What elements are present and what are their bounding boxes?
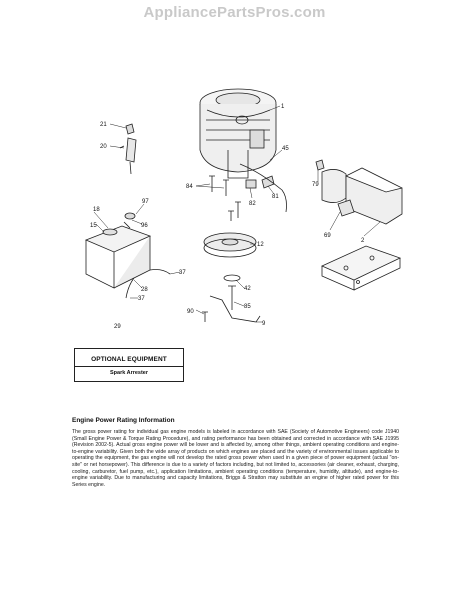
fuel-tank-part — [84, 212, 152, 289]
rating-info-title: Engine Power Rating Information — [72, 417, 175, 424]
muffler-part — [315, 159, 403, 225]
callout-12: 12 — [257, 242, 264, 248]
optional-equipment-item: Spark Arrester — [109, 370, 148, 376]
callout-20: 20 — [100, 144, 107, 150]
callout-28: 28 — [141, 287, 148, 293]
washer-part — [223, 274, 241, 282]
callout-2: 2 — [361, 238, 365, 244]
mounting-bolts-part — [209, 175, 241, 221]
callout-85: 85 — [244, 304, 251, 310]
dipstick-tube-part — [239, 163, 287, 213]
pulley-bolt-part — [228, 285, 236, 310]
callout-9: 9 — [262, 321, 266, 327]
leader-lines — [93, 105, 381, 323]
heat-shield-part — [321, 245, 402, 291]
callout-37-lower: 37 — [138, 296, 145, 302]
engine-part — [199, 88, 277, 179]
callout-37-upper: 37 — [179, 270, 186, 276]
callout-42: 42 — [244, 286, 251, 292]
callout-82: 82 — [249, 201, 256, 207]
callout-81: 81 — [272, 194, 279, 200]
callout-97: 97 — [142, 199, 149, 205]
callout-96: 96 — [141, 223, 148, 229]
rating-info-body: The gross power rating for individual ga… — [72, 429, 399, 488]
fuel-line-part — [125, 269, 171, 299]
callout-79: 79 — [312, 182, 319, 188]
ignition-switch-part — [119, 123, 137, 175]
optional-equipment-box: OPTIONAL EQUIPMENT Spark Arrester — [74, 348, 184, 382]
site-watermark: AppliancePartsPros.com — [143, 4, 326, 21]
callout-29: 29 — [114, 324, 121, 330]
keeper-bolt-part — [202, 311, 208, 322]
optional-equipment-title: OPTIONAL EQUIPMENT — [91, 356, 167, 363]
callout-18: 18 — [93, 207, 100, 213]
belt-keeper-part — [209, 295, 261, 323]
callout-21: 21 — [100, 122, 107, 128]
callout-15: 15 — [90, 223, 97, 229]
callout-69: 69 — [324, 233, 331, 239]
callout-90: 90 — [187, 309, 194, 315]
optional-equipment-divider — [75, 366, 183, 367]
callout-84: 84 — [186, 184, 193, 190]
callout-1: 1 — [281, 104, 285, 110]
spacer-part — [245, 175, 275, 189]
engine-pulley-part — [203, 232, 257, 258]
callout-45: 45 — [282, 146, 289, 152]
callout-labels: 1 21 20 45 84 82 81 79 97 18 15 96 12 69… — [90, 104, 365, 330]
